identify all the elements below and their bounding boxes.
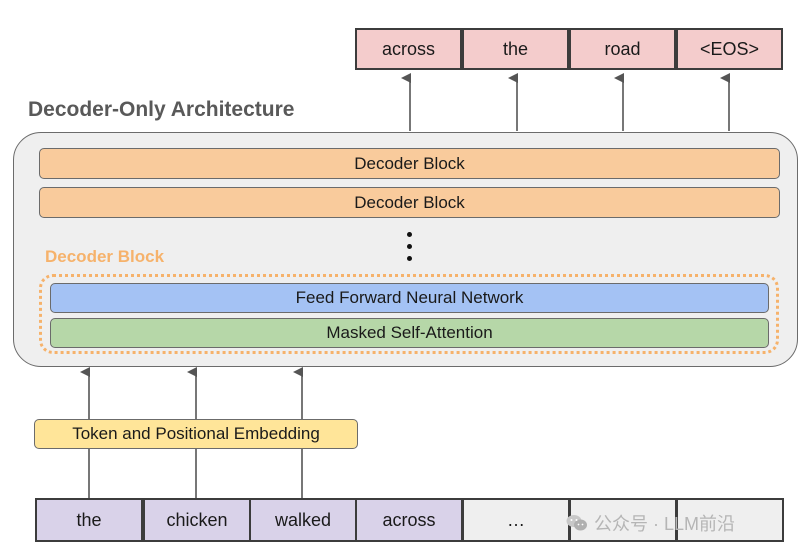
- decoder-block-2: Decoder Block: [39, 187, 780, 218]
- feed-forward-layer: Feed Forward Neural Network: [50, 283, 769, 313]
- output-token-across: across: [355, 28, 462, 70]
- watermark-text: 公众号 · LLM前沿: [594, 514, 736, 534]
- input-token-empty-2: [676, 498, 784, 542]
- decoder-block-label: Decoder Block: [45, 247, 165, 266]
- embedding-layer: Token and Positional Embedding: [34, 419, 358, 449]
- masked-self-attention-layer: Masked Self-Attention: [50, 318, 769, 348]
- output-token-the: the: [462, 28, 569, 70]
- decoder-block-detail-frame: [39, 274, 779, 354]
- input-token-chicken: chicken: [143, 498, 251, 542]
- output-token-road: road: [569, 28, 676, 70]
- output-token-eos: <EOS>: [676, 28, 783, 70]
- input-token-the: the: [35, 498, 143, 542]
- input-token-walked: walked: [249, 498, 357, 542]
- input-token-across: across: [355, 498, 463, 542]
- decoder-block-1: Decoder Block: [39, 148, 780, 179]
- watermark: 公众号 · LLM前沿: [566, 510, 735, 536]
- ellipsis-dots: [400, 230, 420, 264]
- wechat-icon: [566, 515, 587, 531]
- input-token-ellipsis: …: [462, 498, 570, 542]
- diagram-title: Decoder-Only Architecture: [28, 98, 295, 121]
